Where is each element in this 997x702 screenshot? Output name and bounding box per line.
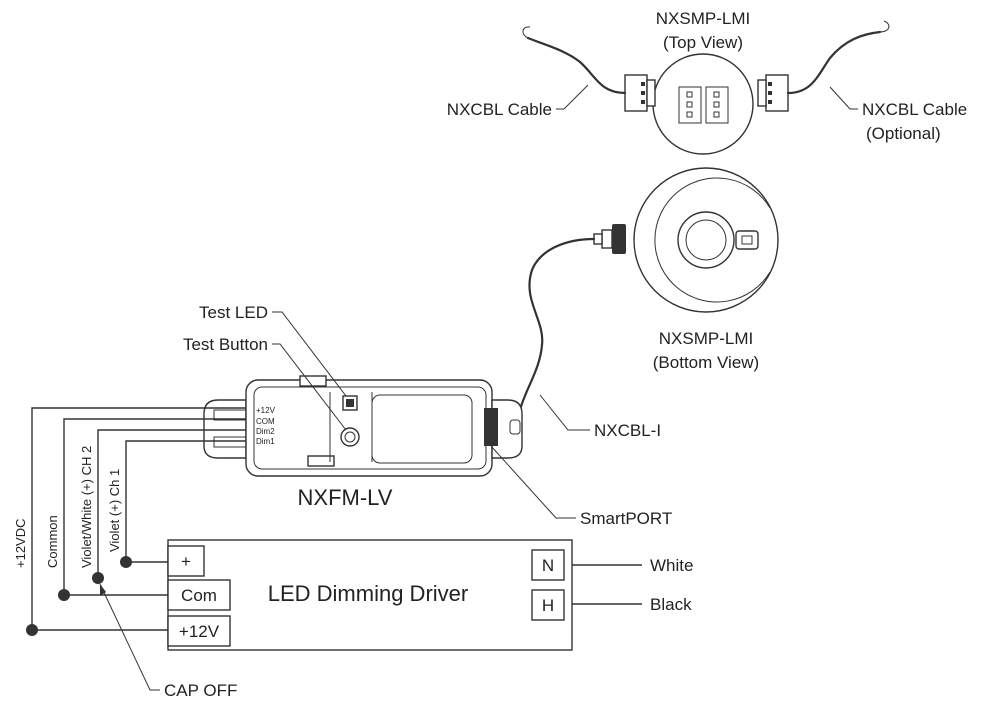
terminal-com-label: Com <box>181 586 217 605</box>
module-label-area <box>371 394 473 464</box>
pin-com-label: COM <box>256 417 275 426</box>
terminal-plus-label: + <box>181 552 191 571</box>
wire-dim2 <box>97 429 246 578</box>
black-wire-label: Black <box>650 595 692 614</box>
wire-violet-label: Violet (+) Ch 1 <box>107 469 122 552</box>
terminal-plus <box>167 545 205 577</box>
smartport-label: SmartPORT <box>580 509 672 528</box>
module-name: NXFM-LV <box>298 485 393 510</box>
terminal-n <box>531 549 565 581</box>
module-right-clip <box>491 399 523 459</box>
test-led-label: Test LED <box>199 303 268 322</box>
top-port-left <box>678 86 702 124</box>
sensor-port <box>735 230 759 250</box>
wire-12vdc <box>31 407 246 630</box>
smartport-connector <box>484 408 498 446</box>
pin-dim2-label: Dim2 <box>256 427 275 436</box>
cable-left-label: NXCBL Cable <box>447 100 552 119</box>
test-button-label: Test Button <box>183 335 268 354</box>
terminal-h <box>531 589 565 621</box>
test-button <box>340 427 360 447</box>
smartport-leader <box>490 445 576 519</box>
top-view-subtitle: (Top View) <box>663 33 743 52</box>
sensor-top-body <box>652 53 754 155</box>
pin-12v-label: +12V <box>256 406 276 415</box>
top-right-cable <box>786 30 882 95</box>
top-left-cable <box>526 36 627 95</box>
nxcbl-i-leader <box>539 394 590 431</box>
terminal-12v-label: +12V <box>179 622 220 641</box>
nxfm-lv-module: +12V COM Dim2 Dim1 NXFM-LV <box>203 375 523 510</box>
cable-left-leader <box>556 84 589 110</box>
nxcbl-i-label: NXCBL-I <box>594 421 661 440</box>
bottom-view-subtitle: (Bottom View) <box>653 353 759 372</box>
wire-12vdc-label: +12VDC <box>13 519 28 569</box>
top-view-title: NXSMP-LMI <box>656 9 750 28</box>
led-driver: + Com +12V LED Dimming Driver N H <box>167 539 573 651</box>
module-body <box>245 379 493 477</box>
pin-dim1-label: Dim1 <box>256 437 275 446</box>
sensor-top-view: NXSMP-LMI (Top View) NXCBL Cable NXCBL C… <box>447 9 967 155</box>
wiring <box>26 407 246 636</box>
terminal-12v <box>167 615 231 647</box>
cable-right-sublabel: (Optional) <box>866 124 941 143</box>
top-port-pins <box>686 91 720 118</box>
sensor-bottom-view: NXSMP-LMI (Bottom View) <box>593 167 779 372</box>
top-left-connector <box>624 74 656 112</box>
white-wire-label: White <box>650 556 693 575</box>
wire-violet-white-label: Violet/White (+) CH 2 <box>79 446 94 568</box>
wire-dim1 <box>125 440 246 562</box>
wire-common <box>63 418 246 595</box>
cable-right-label: NXCBL Cable <box>862 100 967 119</box>
driver-body <box>167 539 573 651</box>
test-button-leader <box>272 343 347 431</box>
test-led-leader <box>272 311 347 397</box>
cap-off-label: CAP OFF <box>164 681 237 700</box>
top-right-connector <box>757 74 789 112</box>
bottom-view-title: NXSMP-LMI <box>659 329 753 348</box>
cap-off-leader <box>99 583 160 691</box>
terminal-com <box>167 579 231 611</box>
wire-common-label: Common <box>45 515 60 568</box>
nxcbl-i-cable <box>512 237 596 427</box>
junction-dim2-capped <box>92 572 104 584</box>
junction-dim1 <box>120 556 132 568</box>
terminal-h-label: H <box>542 596 554 615</box>
terminal-n-label: N <box>542 556 554 575</box>
cable-right-leader <box>829 86 858 110</box>
junction-common <box>58 589 70 601</box>
junction-12v <box>26 624 38 636</box>
top-port-right <box>705 86 729 124</box>
sensor-cable-plug <box>593 224 626 254</box>
driver-name: LED Dimming Driver <box>268 581 468 606</box>
